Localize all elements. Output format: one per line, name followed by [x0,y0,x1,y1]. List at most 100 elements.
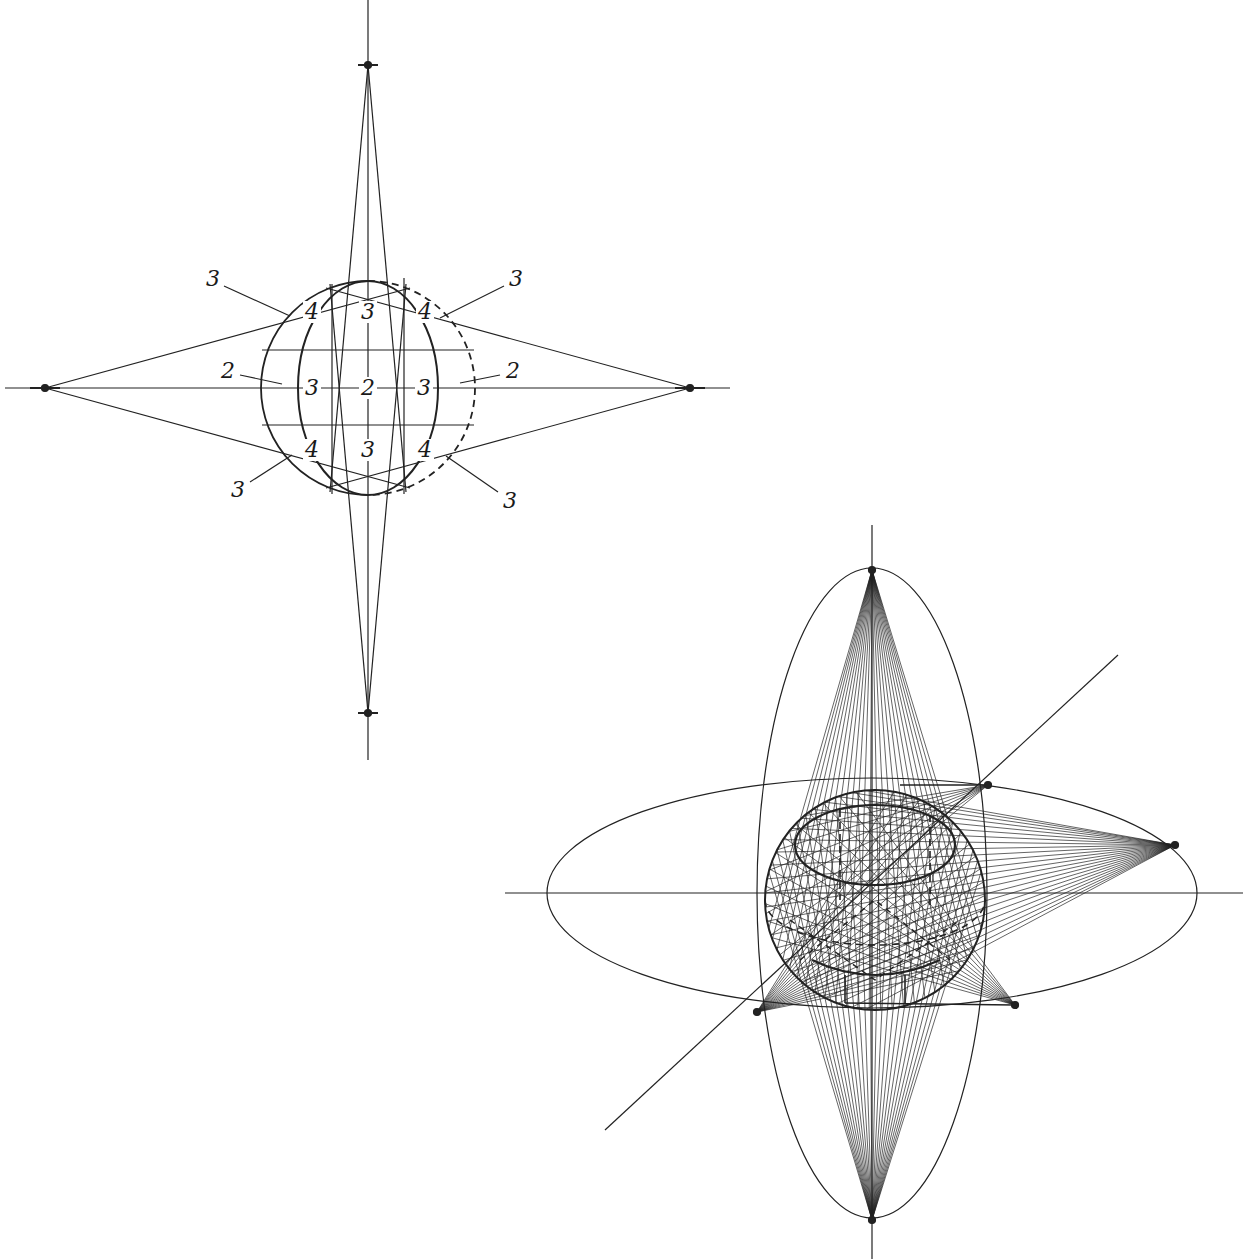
hidden-line [790,900,960,980]
equator-hidden [765,900,985,945]
projection-line [765,845,1175,893]
tangent-line [330,65,368,492]
projection-line [872,840,967,1220]
projection-line [872,872,981,1220]
shadow-line [844,975,846,1003]
projection-line [838,796,1175,845]
zone-number: 4 [303,301,321,323]
inner-ellipse [298,281,438,495]
grid-line [403,278,404,494]
point [869,567,876,574]
shadow-line [904,975,906,1003]
projection-line [757,971,959,1012]
zone-number: 4 [416,301,434,323]
projection-line [767,921,1015,1005]
projection-line [777,850,872,1220]
projection-line [815,808,872,1220]
bottom-figure [505,525,1243,1259]
point [985,782,992,789]
tangent-line [368,284,406,713]
projection-line [777,785,988,850]
projection-line [872,802,925,1220]
projection-line [757,935,979,1012]
projection-line [766,886,1015,1005]
horizontal-ellipse [547,778,1197,1008]
leader-line [250,455,292,482]
projection-line [757,800,920,1012]
shadow-line [812,960,940,975]
projection-line [766,785,988,914]
projection-line [823,803,1015,1005]
projection-line [765,845,1175,907]
projection-line [757,814,943,1012]
zone-number: 3 [303,377,321,399]
leader-line [460,375,500,383]
projection-line [757,806,932,1012]
projection-line [872,822,953,1220]
leader-line [446,456,498,492]
projection-line [872,815,944,1220]
sphere-outline [765,790,985,1010]
projection-line [784,838,1015,1005]
shadow-line [900,784,988,786]
zone-number: 2 [359,377,377,399]
callout-number: 3 [501,490,519,512]
top-figure [5,0,730,760]
cap-ellipse [795,845,955,885]
grid-line [262,349,474,350]
tangent-line [45,388,410,488]
zone-number: 3 [415,377,433,399]
callout-number: 3 [507,268,525,290]
vertical-ellipse [757,568,987,1218]
sphere-outline-hidden [368,281,475,495]
tangent-line [368,65,406,492]
projection-line [771,785,988,935]
tangent-line [45,288,410,388]
projection-line [856,792,1015,1005]
callout-number: 2 [219,360,237,382]
axis-line [505,892,1243,893]
callout-number: 2 [504,360,522,382]
projection-line [767,845,1175,921]
leader-line [440,286,504,318]
projection-line [757,869,980,1012]
projection-line [757,909,985,1012]
projection-line [765,785,988,892]
cap-ellipse [795,805,955,845]
projection-line [757,823,953,1012]
projection-line [872,861,978,1220]
projection-line [789,785,988,831]
projection-line [851,793,1175,845]
fan-lines [757,570,1175,1220]
leader-line [224,286,290,316]
zone-number: 4 [416,439,434,461]
zone-number: 4 [303,439,321,461]
projection-line [757,882,984,1012]
sphere-outline [261,281,368,495]
grid-line [331,284,332,494]
point [1012,1002,1019,1009]
zone-number: 3 [359,439,377,461]
hidden-line [929,815,931,905]
callout-number: 3 [204,268,222,290]
projection-line [795,824,1015,1005]
projection-line [836,570,872,1003]
zone-number: 3 [359,301,377,323]
point [1172,842,1179,849]
callout-number: 3 [229,479,247,501]
projection-line [865,845,1175,1010]
projection-line [813,809,1175,845]
projection-line [790,831,872,1220]
leader-line [240,375,282,384]
point [869,1217,876,1224]
point [754,1009,761,1016]
projection-line [797,570,872,978]
shadow-line [845,1003,1015,1005]
hidden-line [839,810,841,900]
projection-line [769,785,988,870]
grid-line [262,424,474,425]
tangent-line [330,284,368,713]
projection-line [865,790,1175,845]
